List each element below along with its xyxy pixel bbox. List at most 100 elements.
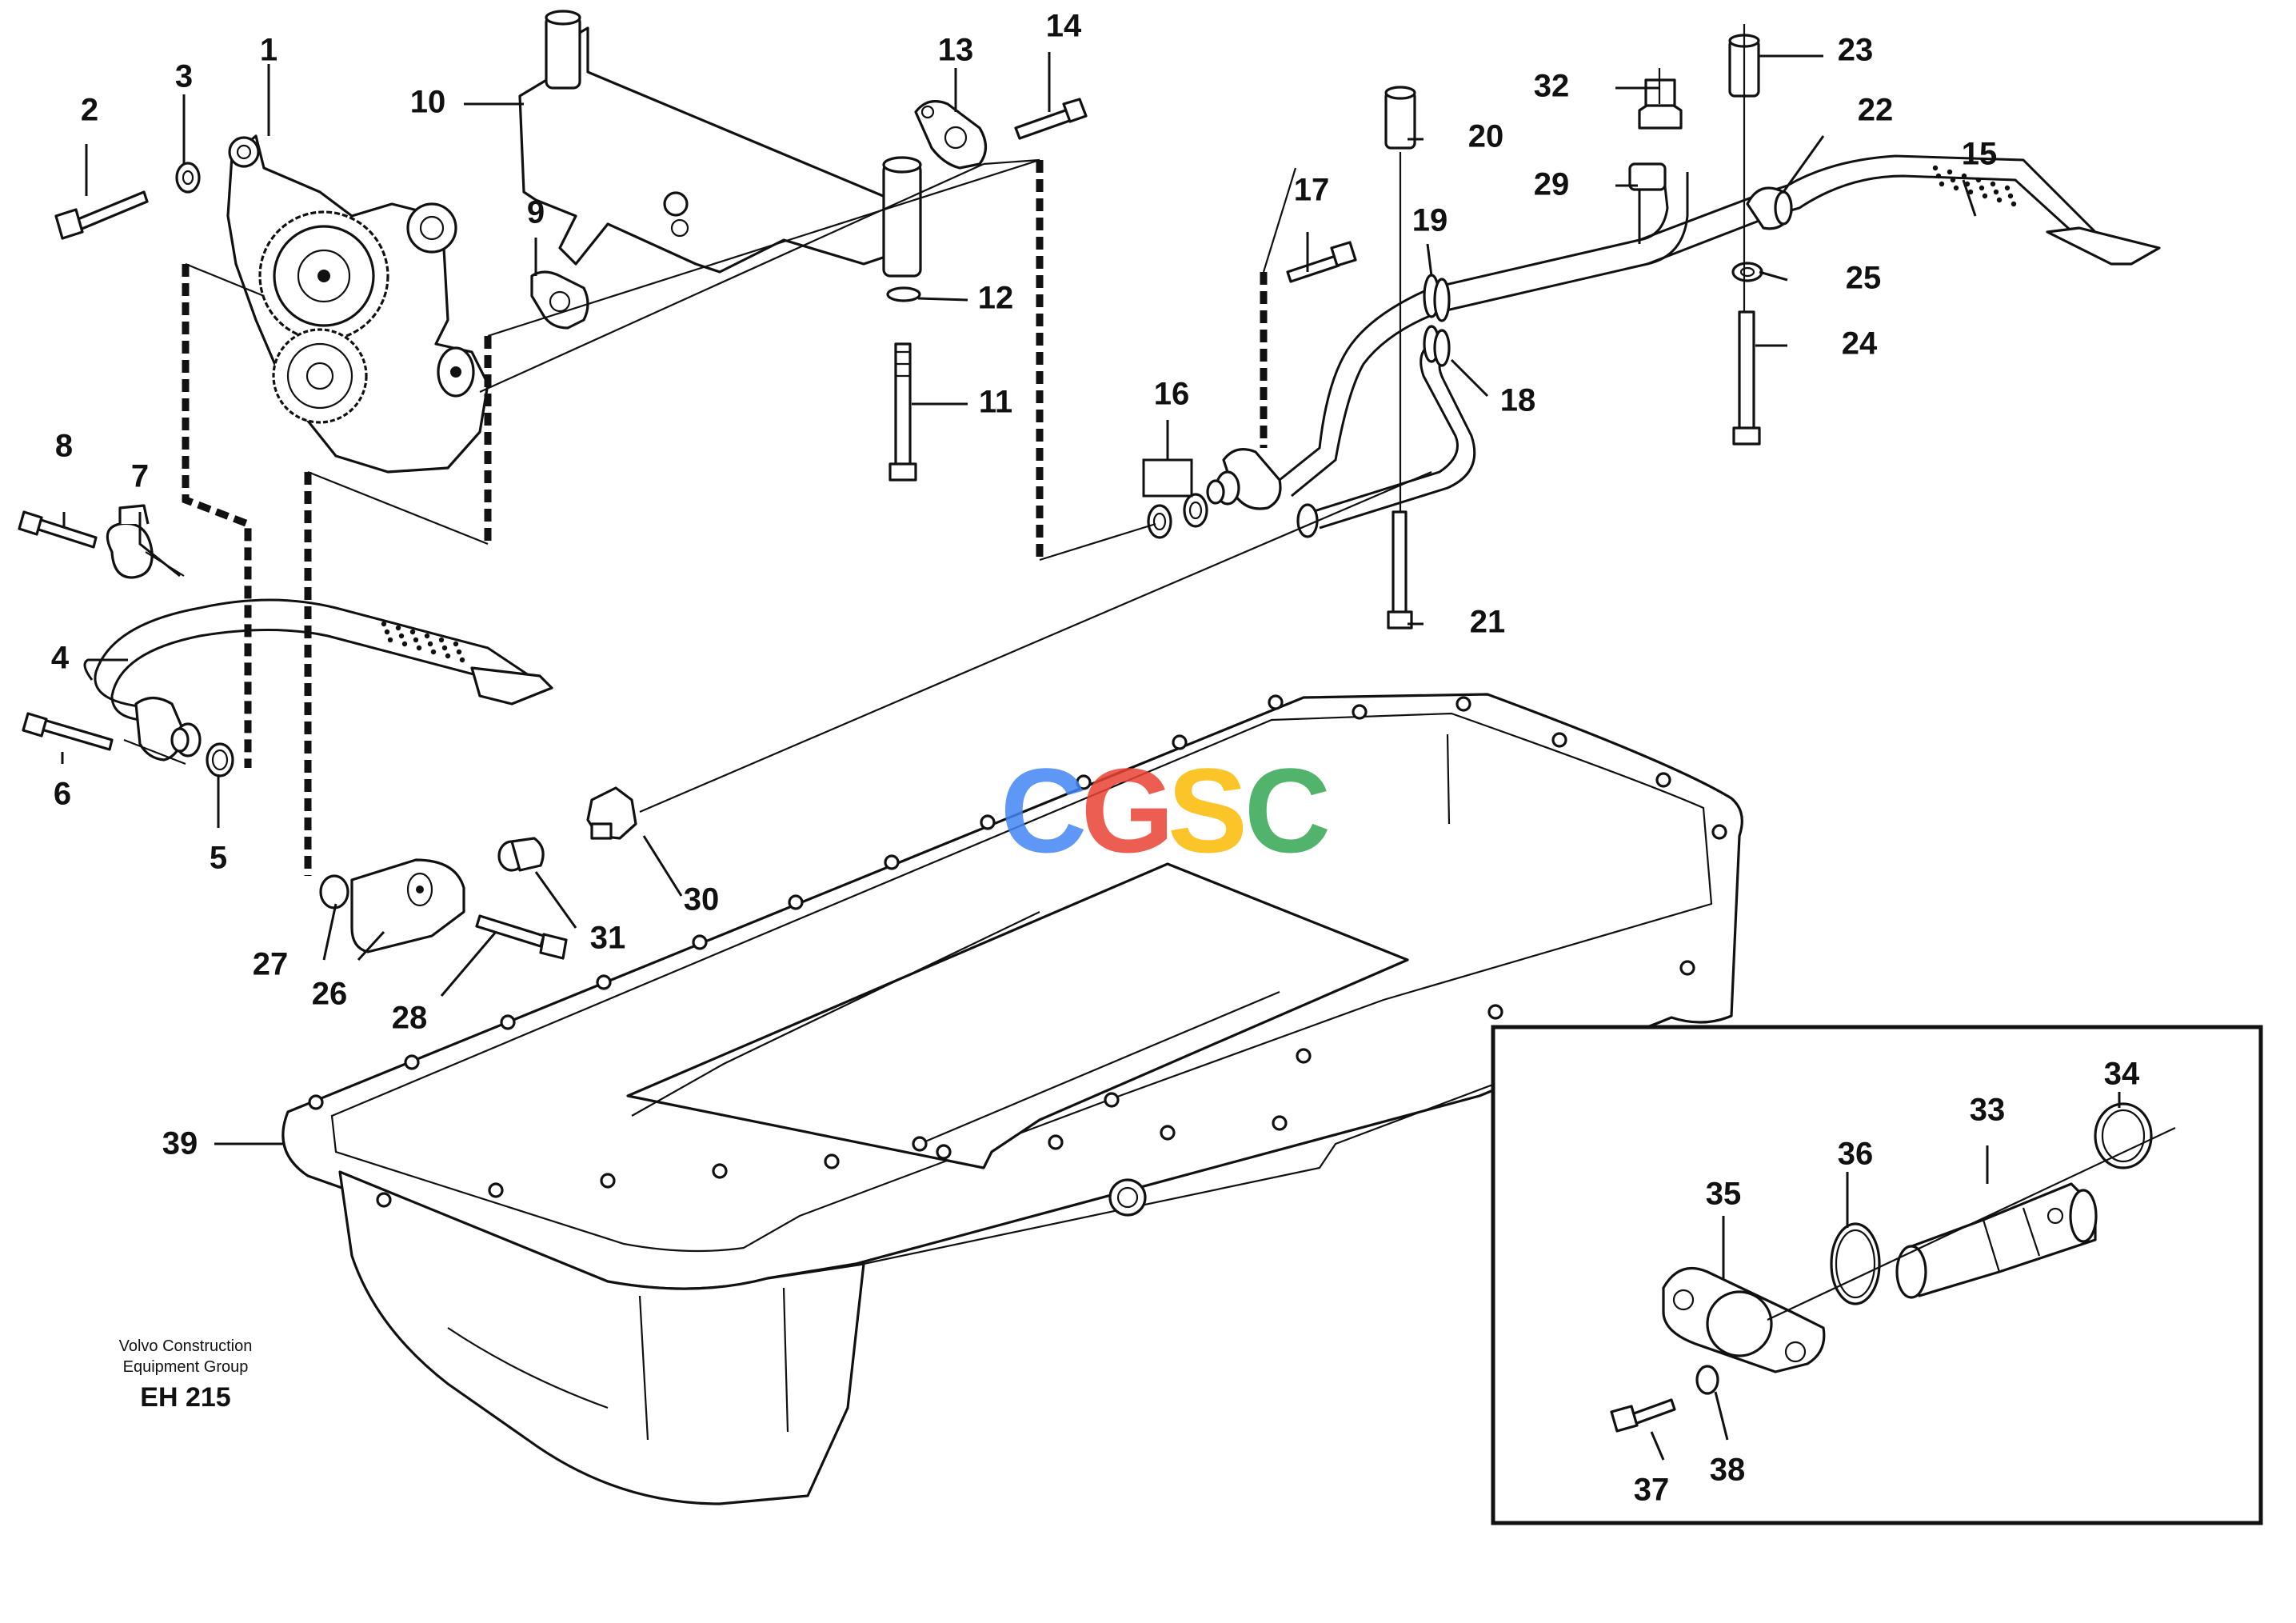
pan-bolt-hole (884, 854, 900, 870)
strainer-perforation (416, 645, 422, 651)
callout-20: 20 (1468, 119, 1504, 154)
oring-27 (319, 874, 349, 909)
plug-31 (497, 837, 545, 872)
callout-36: 36 (1838, 1137, 1874, 1172)
callout-15: 15 (1962, 137, 1998, 172)
strainer-perforation (1961, 173, 1967, 179)
strainer-perforation (445, 653, 451, 659)
callout-35: 35 (1706, 1177, 1742, 1212)
callout-9: 9 (527, 195, 545, 230)
strainer-perforation (398, 633, 405, 639)
callout-38: 38 (1710, 1453, 1746, 1488)
callout-labels: 1234567891011121314151617181920212223242… (51, 9, 2140, 1508)
pan-bolt-hole (1487, 1004, 1503, 1020)
pan-bolt-hole (500, 1014, 516, 1030)
pan-bolt-hole (1076, 774, 1092, 790)
plug-30 (586, 786, 637, 840)
strainer-perforation (1967, 189, 1974, 195)
bolt-17 (1286, 241, 1357, 283)
spacer-20 (1384, 86, 1416, 150)
pan-bolt-hole (1160, 1125, 1176, 1141)
pan-bolt-hole (980, 814, 996, 830)
oil-pan (282, 693, 1743, 1505)
strainer-perforation (1950, 177, 1956, 183)
pan-bolt-hole (1268, 694, 1284, 710)
housing-26 (350, 858, 465, 953)
callout-13: 13 (938, 33, 974, 68)
clip-7 (106, 504, 154, 579)
callout-16: 16 (1154, 377, 1190, 412)
assembly-lines (123, 24, 1746, 876)
strainer-perforation (1982, 193, 1988, 199)
callout-27: 27 (253, 947, 289, 982)
bolt-21 (1387, 510, 1413, 630)
pan-bolt-hole (1455, 696, 1471, 712)
watermark-letter: C (1244, 743, 1331, 877)
callout-29: 29 (1534, 167, 1570, 202)
strainer-perforation (1947, 169, 1953, 175)
strainer-perforation (438, 637, 445, 643)
strainer-perforation (409, 629, 416, 635)
callout-28: 28 (392, 1001, 428, 1036)
strainer-perforation (2010, 201, 2017, 207)
strainer-perforation (381, 621, 387, 627)
leader-lines (61, 52, 2121, 1461)
callout-6: 6 (54, 777, 71, 812)
detail-inset (1491, 1025, 2263, 1525)
bolt-24 (1732, 310, 1761, 446)
callout-33: 33 (1970, 1093, 2006, 1128)
strainer-perforation (1996, 197, 2003, 203)
washer-25 (1731, 262, 1763, 282)
footer-company-line-1: Volvo Construction (118, 1337, 253, 1355)
washer-12 (886, 286, 921, 302)
callout-32: 32 (1534, 69, 1570, 104)
callout-21: 21 (1470, 605, 1506, 640)
strainer-perforation (1953, 185, 1959, 191)
pan-bolt-hole (1172, 734, 1188, 750)
strainer-perforation (1975, 177, 1982, 183)
strainer-perforation (401, 641, 408, 647)
pan-bolt-hole (1352, 704, 1368, 720)
pan-bolt-hole (600, 1173, 616, 1189)
footer-diagram-code: EH 215 (140, 1382, 231, 1413)
strainer-perforation (1939, 181, 1945, 187)
pan-bolt-hole (1296, 1048, 1312, 1064)
callout-4: 4 (51, 641, 70, 676)
strainer-perforation (1979, 185, 1985, 191)
pan-bolt-hole (936, 1144, 952, 1160)
strainer-perforation (1935, 173, 1942, 179)
callout-3: 3 (175, 59, 193, 94)
callout-25: 25 (1846, 261, 1882, 296)
callout-19: 19 (1412, 203, 1448, 238)
watermark-letter: S (1168, 743, 1248, 877)
flange-13 (914, 100, 988, 170)
callout-26: 26 (312, 977, 348, 1012)
strainer-perforation (427, 641, 433, 647)
pump-bracket (518, 10, 922, 330)
strainer-perforation (430, 649, 437, 655)
strainer-perforation (1990, 181, 1996, 187)
strainer-perforation (456, 649, 462, 655)
strainer-perforation (459, 657, 465, 663)
callout-14: 14 (1046, 9, 1082, 44)
strainer-perforation (2007, 193, 2014, 199)
pan-bolt-hole (488, 1182, 504, 1198)
bolt-6 (22, 712, 114, 751)
washer-3 (175, 162, 201, 194)
callout-5: 5 (210, 841, 227, 876)
callout-7: 7 (131, 459, 149, 494)
callout-23: 23 (1838, 33, 1874, 68)
oil-pump (226, 134, 489, 474)
watermark-letter: C (1000, 743, 1087, 877)
bolt-2 (54, 190, 149, 240)
callout-17: 17 (1294, 173, 1330, 208)
callout-39: 39 (162, 1126, 198, 1161)
callout-24: 24 (1842, 326, 1878, 362)
strainer-perforation (413, 637, 419, 643)
strainer-perforation (1993, 189, 1999, 195)
footer-company-line-2: Equipment Group (122, 1358, 249, 1376)
strainer-perforation (2004, 185, 2010, 191)
